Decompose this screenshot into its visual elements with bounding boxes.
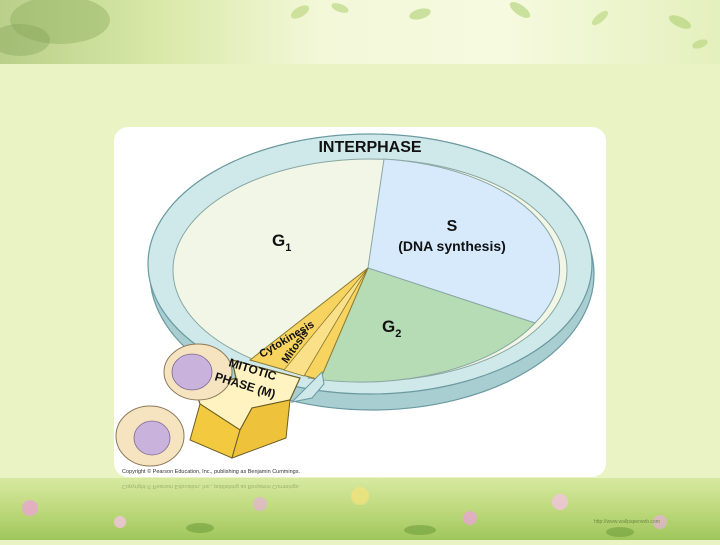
nucleus-upper [172,354,212,390]
nucleus-lower [134,421,170,455]
interphase-label: INTERPHASE [318,139,421,156]
watermark-text: http://www.wallpaperweb.com [594,519,660,525]
s-detail-label: (DNA synthesis) [398,238,506,254]
s-label: S [447,218,458,235]
copyright-notice: Copyright © Pearson Education, Inc., pub… [122,469,300,475]
copyright-reflection: Copyright © Pearson Education, Inc., pub… [122,483,300,489]
